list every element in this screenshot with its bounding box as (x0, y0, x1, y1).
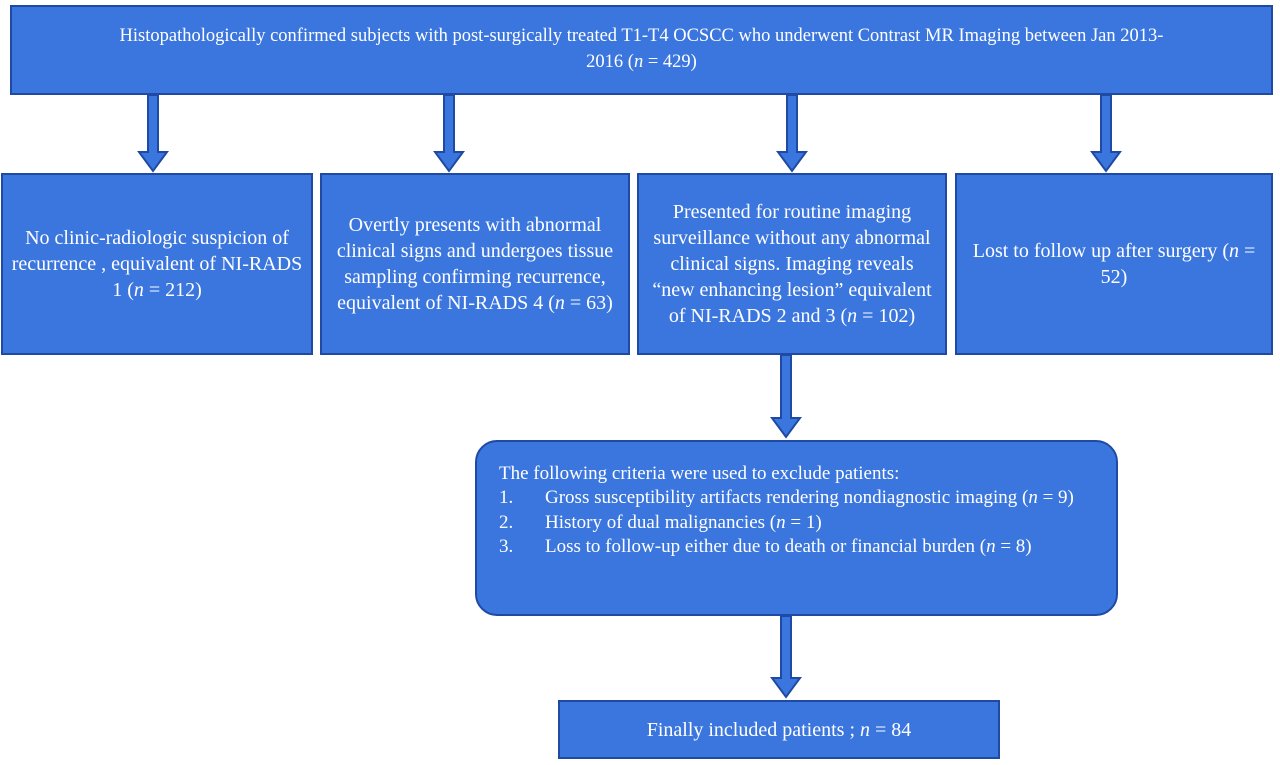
arrow-c-to-exclusion (770, 354, 802, 439)
exclusion-criteria-box: The following criteria were used to excl… (475, 440, 1118, 616)
exclusion-item-count: = 1) (785, 511, 822, 533)
exclusion-item-number: 2. (499, 511, 514, 533)
final-cohort-box: Finally included patients ; n = 84 (558, 700, 1000, 759)
arrow-top-to-a (137, 94, 169, 173)
n-label: n (133, 279, 144, 301)
initial-cohort-box: Histopathologically confirmed subjects w… (10, 5, 1273, 95)
lost-to-follow-up-count: = 52) (1100, 240, 1256, 288)
arrow-top-to-c (776, 94, 808, 173)
exclusion-item-text: History of dual malignancies ( (545, 511, 777, 533)
ni-rads-1-count: = 212) (143, 279, 202, 301)
ni-rads-1-box: No clinic-radiologic suspicion of recurr… (1, 173, 313, 355)
lost-to-follow-up-box: Lost to follow up after surgery (n = 52) (955, 173, 1273, 355)
exclusion-item-text: Loss to follow-up either due to death or… (545, 535, 987, 557)
lost-to-follow-up-text: Lost to follow up after surgery ( (972, 240, 1229, 262)
arrow-exclusion-to-final (770, 615, 802, 699)
ni-rads-1-text: No clinic-radiologic suspicion of recurr… (11, 227, 303, 301)
initial-cohort-line1: Histopathologically confirmed subjects w… (119, 26, 1164, 47)
ni-rads-2-3-box: Presented for routine imaging surveillan… (637, 173, 947, 355)
final-cohort-text: Finally included patients ; (646, 718, 861, 741)
exclusion-item-number: 1. (499, 487, 514, 509)
exclusion-item-text: Gross susceptibility artifacts rendering… (545, 487, 1029, 509)
initial-cohort-count: = 429) (643, 52, 697, 72)
exclusion-heading: The following criteria were used to excl… (499, 463, 900, 484)
n-label: n (776, 511, 786, 533)
ni-rads-2-3-text: Presented for routine imaging surveillan… (652, 201, 932, 327)
ni-rads-4-text: Overtly presents with abnormal clinical … (336, 214, 614, 314)
arrow-top-to-d (1090, 94, 1122, 173)
n-label: n (847, 305, 858, 327)
n-label: n (554, 292, 565, 314)
ni-rads-4-count: = 63) (564, 292, 613, 314)
exclusion-item-number: 3. (499, 535, 514, 557)
exclusion-item-count: = 9) (1037, 487, 1074, 509)
exclusion-item: 1. Gross susceptibility artifacts render… (499, 486, 1094, 510)
ni-rads-2-3-count: = 102) (857, 305, 916, 327)
arrow-top-to-b (433, 94, 465, 173)
n-label: n (1228, 240, 1239, 262)
n-label: n (860, 718, 871, 741)
n-label: n (1028, 487, 1038, 509)
ni-rads-4-box: Overtly presents with abnormal clinical … (320, 173, 630, 355)
initial-cohort-line2-pre: 2016 ( (586, 52, 634, 72)
exclusion-item: 3. Loss to follow-up either due to death… (499, 535, 1094, 559)
exclusion-item-count: = 8) (995, 535, 1032, 557)
exclusion-item: 2. History of dual malignancies (n = 1) (499, 511, 1094, 535)
n-label: n (633, 52, 644, 72)
final-cohort-count: = 84 (870, 718, 912, 741)
n-label: n (986, 535, 996, 557)
